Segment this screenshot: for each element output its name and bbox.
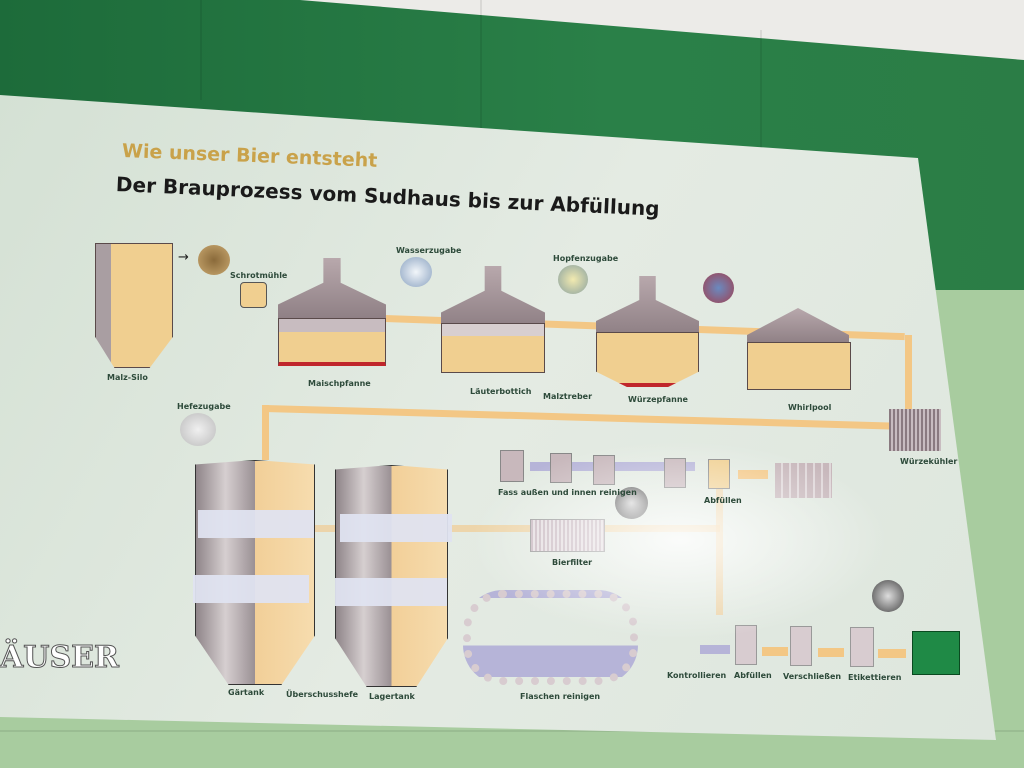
- bottle-washer: [463, 590, 638, 685]
- wort-kettle-hood: [596, 276, 699, 336]
- tank-band: [340, 514, 452, 542]
- flow-arrow: [818, 648, 844, 657]
- wort-cooler: [889, 409, 941, 451]
- photo-icon: [703, 273, 734, 303]
- flow-arrow: [762, 647, 788, 656]
- filler-machine-icon: [735, 625, 757, 665]
- label-etikettieren: Etikettieren: [848, 673, 902, 682]
- mash-tun-hood: [278, 258, 386, 320]
- label-schrotmuehle: Schrotmühle: [230, 271, 288, 280]
- poster-subtitle: Wie unser Bier entsteht: [121, 140, 378, 172]
- label-malz-silo: Malz-Silo: [107, 373, 148, 382]
- keg-filled-icon: [708, 459, 730, 489]
- brand-logo: ÄUSER: [0, 640, 119, 676]
- label-ueberschusshefe: Überschusshefe: [286, 690, 359, 699]
- flow-arrow: [738, 470, 768, 479]
- keg-icon: [593, 455, 615, 485]
- label-abfuellen-fass: Abfüllen: [704, 496, 742, 505]
- label-wuerzekuehler: Würzekühler: [900, 457, 958, 466]
- label-whirlpool: Whirlpool: [788, 403, 832, 412]
- beer-filter: [530, 519, 605, 552]
- tank-band: [193, 575, 309, 603]
- wort-kettle: [596, 332, 699, 387]
- label-gaertank: Gärtank: [228, 688, 265, 697]
- flow-arrow: [878, 649, 906, 658]
- storage-tank: [335, 465, 448, 687]
- malt-silo: [95, 243, 173, 368]
- tank-band: [335, 578, 447, 606]
- keg-icon: [550, 453, 572, 483]
- keg-icon: [500, 450, 524, 482]
- flow-arrow: [700, 645, 730, 654]
- tank-band: [198, 510, 314, 538]
- capper-machine-icon: [790, 626, 812, 666]
- grist-mill-icon: [240, 282, 267, 308]
- label-verschliessen: Verschließen: [783, 672, 842, 681]
- label-hopfenzugabe: Hopfenzugabe: [553, 254, 619, 263]
- label-wuerzepfanne: Würzepfanne: [628, 395, 688, 404]
- pipe: [262, 405, 269, 460]
- whirlpool: [747, 342, 851, 390]
- label-lagertank: Lagertank: [369, 692, 415, 701]
- fermentation-tank: [195, 460, 315, 685]
- label-malztreber: Malztreber: [543, 392, 593, 401]
- label-maischpfanne: Maischpfanne: [308, 379, 371, 388]
- whirlpool-hood: [747, 308, 849, 344]
- poster-title: Der Brauprozess vom Sudhaus bis zur Abfü…: [115, 172, 661, 221]
- malt-grain-icon: [198, 245, 230, 275]
- hops-icon: [558, 265, 588, 294]
- label-abfuellen-flasche: Abfüllen: [734, 671, 772, 680]
- label-kontrollieren: Kontrollieren: [667, 671, 727, 680]
- arrow-icon: →: [178, 250, 189, 265]
- keg-pallet-icon: [775, 463, 832, 498]
- mash-tun: [278, 318, 386, 366]
- labeler-machine-icon: [850, 627, 874, 667]
- pipe: [905, 335, 912, 415]
- lauter-tun-hood: [441, 266, 545, 328]
- label-hefezugabe: Hefezugabe: [177, 402, 231, 411]
- label-fass-reinigen: Fass außen und innen reinigen: [498, 488, 637, 497]
- keg-icon: [664, 458, 686, 488]
- label-flaschen-reinigen: Flaschen reinigen: [520, 692, 601, 701]
- crate-photo-icon: [872, 580, 904, 612]
- label-laeuterbottich: Läuterbottich: [470, 387, 532, 396]
- water-icon: [400, 257, 432, 287]
- beer-crate-icon: [912, 631, 960, 675]
- tile-grout: [480, 0, 482, 130]
- label-bierfilter: Bierfilter: [552, 558, 593, 567]
- tile-grout: [0, 730, 1024, 732]
- yeast-icon: [180, 413, 216, 446]
- lauter-tun: [441, 323, 545, 373]
- tile-grout: [760, 30, 762, 160]
- tile-grout: [200, 0, 202, 100]
- label-wasserzugabe: Wasserzugabe: [396, 246, 462, 255]
